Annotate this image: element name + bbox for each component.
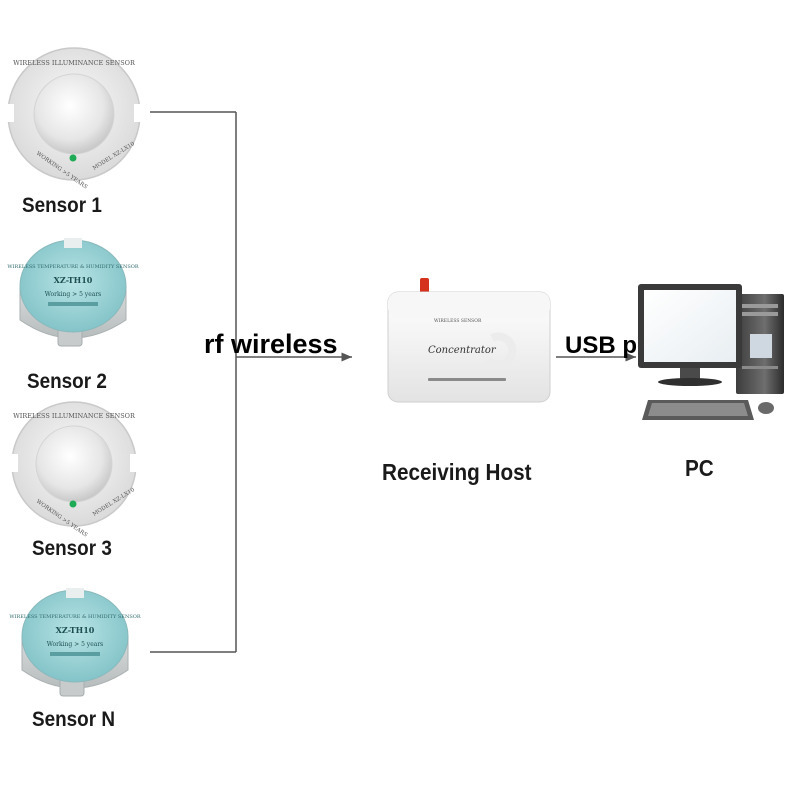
- sensor-1-label: Sensor 1: [22, 194, 102, 217]
- sensor-3-device: WIRELESS ILLUMINANCE SENSOR WORKING >5 Y…: [8, 401, 140, 539]
- svg-text:WIRELESS SENSOR: WIRELESS SENSOR: [434, 318, 482, 324]
- receiving-host-device: WIRELESS SENSOR Concentrator: [387, 278, 551, 403]
- svg-text:Working > 5 years: Working > 5 years: [47, 641, 104, 648]
- svg-text:Concentrator: Concentrator: [428, 345, 497, 356]
- pc-device: [638, 284, 784, 420]
- sensor-n-label: Sensor N: [32, 708, 115, 731]
- pc-label: PC: [685, 455, 714, 481]
- sensor-n-device: WIRELESS TEMPERATURE & HUMIDITY SENSOR X…: [9, 588, 141, 697]
- pc-mouse: [758, 402, 774, 414]
- sensor-1-device: WIRELESS ILLUMINANCE SENSOR WORKING >5 Y…: [4, 47, 144, 191]
- svg-text:WIRELESS ILLUMINANCE SENSOR: WIRELESS ILLUMINANCE SENSOR: [13, 59, 136, 67]
- rf-wireless-label: rf wireless: [204, 329, 338, 359]
- sensor-2-label: Sensor 2: [27, 370, 107, 393]
- svg-text:Working > 5 years: Working > 5 years: [45, 291, 102, 298]
- sensor-3-label: Sensor 3: [32, 537, 112, 560]
- svg-text:WIRELESS TEMPERATURE & HUMIDIT: WIRELESS TEMPERATURE & HUMIDITY SENSOR: [7, 264, 139, 270]
- sensor-2-device: WIRELESS TEMPERATURE & HUMIDITY SENSOR X…: [7, 238, 139, 347]
- svg-text:WIRELESS TEMPERATURE & HUMIDIT: WIRELESS TEMPERATURE & HUMIDITY SENSOR: [9, 614, 141, 620]
- receiving-host-label: Receiving Host: [382, 459, 532, 485]
- svg-text:XZ-TH10: XZ-TH10: [56, 625, 95, 635]
- svg-text:WIRELESS ILLUMINANCE SENSOR: WIRELESS ILLUMINANCE SENSOR: [13, 412, 136, 420]
- svg-text:XZ-TH10: XZ-TH10: [54, 275, 93, 285]
